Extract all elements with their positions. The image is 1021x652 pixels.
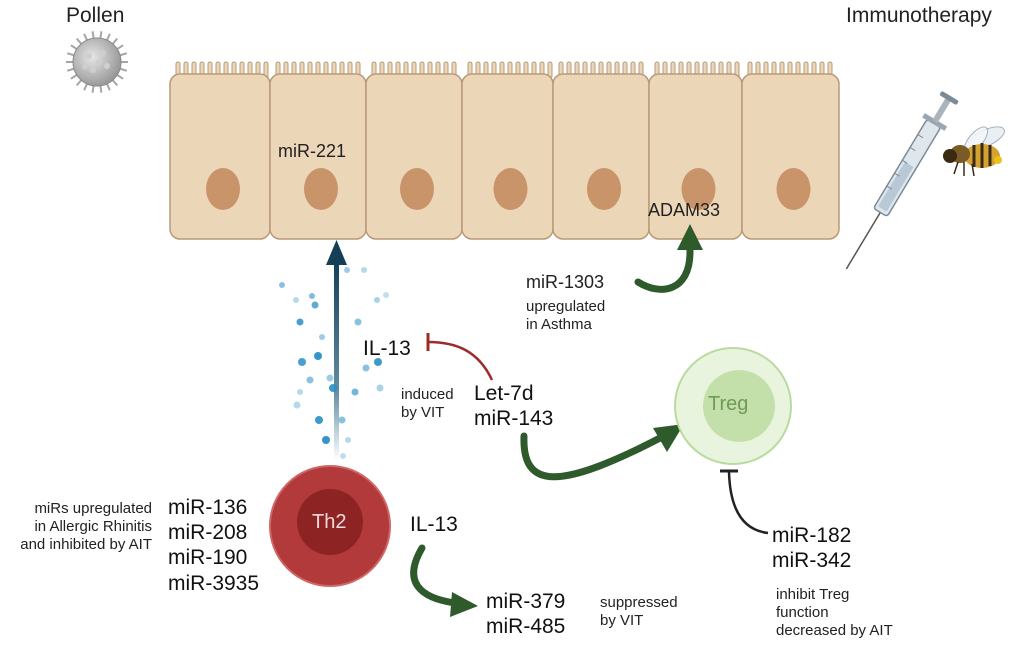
- cytokine-dot: [351, 388, 359, 396]
- cytokine-dot: [338, 416, 346, 424]
- let7d-group: Let-7d miR-143: [474, 382, 554, 431]
- treg-inhibitor-mirs: miR-182 miR-342: [772, 524, 852, 573]
- cytokine-dot: [340, 453, 346, 459]
- epithelial-cell: [648, 61, 743, 240]
- let7d-to-treg-arrow: [520, 424, 684, 481]
- mir1303-to-adam33-arrow: [634, 224, 703, 293]
- epithelium-layer: [169, 61, 840, 240]
- th2-cell: [269, 465, 391, 587]
- cytokine-dot: [293, 297, 299, 303]
- mir1303-label: miR-1303: [526, 272, 605, 292]
- nucleus: [206, 168, 240, 210]
- epithelial-cell: [461, 61, 554, 240]
- nucleus: [776, 168, 811, 210]
- mir1303-note: upregulated in Asthma: [526, 298, 606, 333]
- cytokine-dot: [293, 401, 301, 409]
- bee-icon: [943, 126, 1005, 177]
- il13-targets-note: suppressed by VIT: [600, 594, 678, 629]
- nucleus: [587, 168, 621, 210]
- nucleus: [493, 168, 528, 210]
- cytokine-dot: [314, 352, 322, 360]
- nucleus: [681, 168, 716, 210]
- cytokine-dot: [383, 292, 389, 298]
- il13-lower-label: IL-13: [410, 513, 458, 536]
- immunotherapy-label: Immunotherapy: [846, 4, 992, 27]
- treg-cell: [674, 347, 792, 465]
- adam33-label: ADAM33: [648, 200, 721, 220]
- cytokine-dot: [322, 436, 330, 444]
- treg-inhibitor-note: inhibit Treg function decreased by AIT: [776, 586, 893, 639]
- cytokine-dot: [361, 267, 367, 273]
- epithelial-cell: [169, 61, 271, 240]
- cytokine-dot: [329, 384, 337, 392]
- cytokine-dot: [362, 364, 370, 372]
- let7d-inhibits-il13: [426, 333, 494, 381]
- il13-target-mirs: miR-379 miR-485: [486, 590, 566, 639]
- cytokine-dot: [297, 389, 303, 395]
- th2-mir-group: miR-136 miR-208 miR-190 miR-3935: [168, 496, 260, 595]
- cytokine-dot: [374, 297, 380, 303]
- cytokine-dot: [345, 437, 351, 443]
- cytokine-dot: [306, 376, 314, 384]
- th2-group-note: miRs upregulated in Allergic Rhinitis an…: [20, 500, 152, 553]
- pollen-icon: [66, 31, 128, 93]
- cytokine-dot: [298, 358, 306, 366]
- cytokine-dot: [376, 384, 384, 392]
- cytokine-dot: [319, 334, 325, 340]
- pollen-label: Pollen: [66, 4, 125, 27]
- cytokine-dot: [315, 416, 323, 424]
- cytokine-dots: [279, 267, 389, 459]
- epithelial-cell: [365, 61, 463, 240]
- cytokine-dot: [374, 358, 382, 366]
- epithelial-cell: [269, 61, 367, 240]
- let7d-note: induced by VIT: [401, 386, 454, 421]
- epithelial-cell: [741, 61, 840, 240]
- cytokine-dot: [326, 374, 334, 382]
- il13-secretion-arrow: [326, 240, 347, 460]
- cytokine-dot: [311, 301, 319, 309]
- nucleus: [304, 168, 338, 210]
- th2-label: Th2: [312, 511, 347, 533]
- cytokine-dot: [354, 318, 362, 326]
- nucleus: [400, 168, 434, 210]
- cytokine-dot: [296, 318, 304, 326]
- cytokine-dot: [344, 267, 350, 273]
- mir182-inhibits-treg: [720, 469, 769, 535]
- epithelial-cell: [552, 61, 650, 240]
- cytokine-dot: [309, 293, 315, 299]
- treg-label: Treg: [708, 393, 749, 415]
- mir221-label: miR-221: [278, 141, 347, 161]
- il13-to-mir379-arrow: [410, 544, 478, 617]
- il13-upper-label: IL-13: [363, 337, 411, 360]
- syringe-icon: [845, 91, 959, 270]
- cytokine-dot: [279, 282, 285, 288]
